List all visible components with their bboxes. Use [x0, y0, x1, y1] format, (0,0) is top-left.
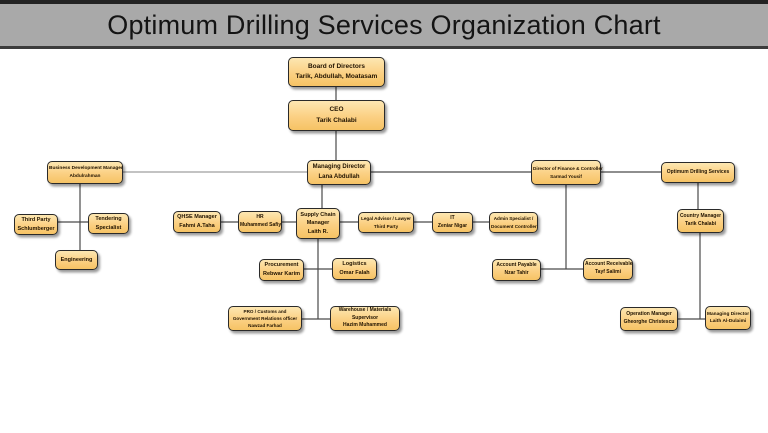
- org-node-label: Legal Advisor / Lawyer: [361, 216, 411, 222]
- org-node-label: Country Manager: [679, 213, 722, 220]
- org-node-label: Warehouse / Materials: [338, 306, 392, 313]
- org-node-label: Sarmad Yousif: [550, 173, 582, 179]
- org-node-label: Nawzad Farhad: [248, 323, 282, 329]
- org-node-label: Specialist: [95, 224, 122, 231]
- org-node-ceo: CEO Tarik Chalabi: [288, 100, 385, 131]
- org-node-label: Laith Al-Dulaimi: [709, 319, 747, 324]
- org-node-label: Rebwar Karim: [263, 271, 300, 277]
- org-node-label: Tarik Chalabi: [684, 221, 717, 227]
- org-node-label: Supervisor: [351, 314, 379, 321]
- org-node-label: Engineering: [60, 256, 93, 263]
- org-node-label: Hazim Muhammed: [343, 322, 387, 329]
- org-node-label: Account Receivable: [585, 261, 633, 268]
- org-node-label: Omar Falah: [339, 270, 370, 276]
- org-node-label: Government Relations officer: [232, 315, 298, 321]
- org-node-admin-specialist-document-controller: Admin Specialist /Document Controller: [489, 212, 538, 233]
- org-node-label: Managing Director: [707, 311, 750, 317]
- org-node-label: Operation Manager: [626, 311, 672, 318]
- org-node-label: Board of Directors: [307, 62, 366, 70]
- org-node-label: PRO / Customs and: [243, 308, 287, 314]
- org-node-label: Schlumberger: [17, 225, 55, 232]
- org-node-label: Abdulrahman: [69, 173, 101, 179]
- org-node-label: Document Controller: [491, 223, 537, 229]
- org-node-label: CEO: [329, 106, 344, 114]
- org-node-label: Zeniar Nigar: [437, 222, 468, 229]
- org-node-label: Tendering: [95, 215, 122, 222]
- org-node-label: Third Party: [21, 216, 51, 223]
- org-node-label: Tarik Chalabi: [316, 116, 357, 124]
- org-node-label: Gheorghe Christescu: [623, 319, 675, 325]
- org-node-label: QHSE Manager: [177, 214, 217, 221]
- org-node-label: Supply Chain: [300, 211, 336, 218]
- org-node-label: Director of Finance & Controller: [533, 166, 603, 172]
- org-node-label: Optimum Drilling Services: [666, 168, 730, 175]
- org-node-label: Muhammed Safiy: [240, 222, 282, 228]
- org-node-optimum-drilling-services: Optimum Drilling Services: [661, 162, 735, 183]
- org-node-label: Admin Specialist /: [493, 216, 534, 222]
- org-node-label: HR: [256, 214, 264, 221]
- org-node-label: Laith R.: [307, 228, 329, 235]
- slide-title: Optimum Drilling Services Organization C…: [107, 9, 661, 40]
- org-node-label: Tarik, Abdullah, Moatasam: [295, 73, 378, 80]
- org-node-label: Fahmi A.Taha: [179, 223, 215, 229]
- org-node-label: Nzar Tahir: [504, 270, 529, 276]
- org-node-label: Manager: [306, 220, 330, 227]
- org-node-label: IT: [450, 214, 455, 221]
- org-node-label: Procurement: [264, 262, 299, 269]
- org-node-label: Tayf Salimi: [594, 269, 622, 275]
- org-node-label: Third Party: [373, 223, 399, 229]
- title-banner: Optimum Drilling Services Organization C…: [0, 0, 768, 49]
- org-node-label: Account Payable: [496, 262, 537, 269]
- org-node-engineering: Engineering: [55, 250, 98, 270]
- org-node-label: Lana Abdullah: [318, 173, 360, 180]
- org-node-label: Managing Director: [312, 164, 366, 171]
- org-node-label: Business Development Manager: [49, 166, 123, 172]
- org-node-label: Logistics: [342, 261, 367, 268]
